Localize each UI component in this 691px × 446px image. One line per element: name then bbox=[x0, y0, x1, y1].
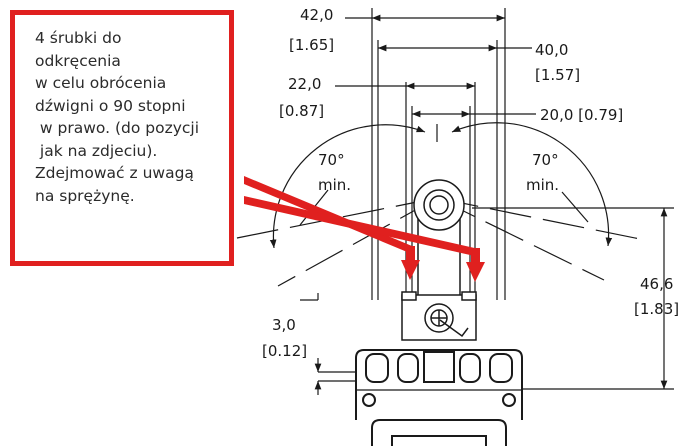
note-line: odkręcenia bbox=[35, 51, 121, 70]
angle-left-min: min. bbox=[318, 176, 351, 194]
note-line: dźwigni o 90 stopni bbox=[35, 96, 186, 115]
note-line: na sprężynę. bbox=[35, 186, 135, 205]
dimension-texts: 42,0 [1.65] 40,0 [1.57] 22,0 [0.87] 20,0… bbox=[262, 6, 679, 360]
dim-3-value: 3,0 bbox=[272, 316, 296, 334]
extension-lines bbox=[318, 8, 674, 390]
note-line: 4 śrubki do bbox=[35, 29, 122, 47]
dim-3-inch: [0.12] bbox=[262, 342, 307, 360]
arrow-left-screw bbox=[401, 260, 420, 280]
red-pointers bbox=[244, 176, 485, 282]
centre-lines bbox=[231, 197, 641, 287]
dim-46-6-value: 46,6 bbox=[640, 275, 673, 293]
pointer-right bbox=[244, 196, 479, 257]
dim-46-6-inch: [1.83] bbox=[634, 300, 679, 318]
instruction-note: 4 śrubki do odkręcenia w celu obrócenia … bbox=[10, 10, 234, 266]
note-line: w prawo. (do pozycji bbox=[35, 119, 200, 137]
dim-40-value: 40,0 bbox=[535, 41, 568, 59]
dim-42-value: 42,0 bbox=[300, 6, 333, 24]
note-line: Zdejmować z uwagą bbox=[35, 164, 194, 182]
note-line: w celu obrócenia bbox=[35, 74, 167, 92]
lever-arm bbox=[413, 179, 465, 301]
switch-housing bbox=[355, 349, 523, 446]
lever-head bbox=[401, 291, 477, 341]
dim-20-value: 20,0 [0.79] bbox=[540, 106, 623, 124]
dimension-lines bbox=[300, 14, 668, 395]
dim-22-inch: [0.87] bbox=[279, 102, 324, 120]
dim-40-inch: [1.57] bbox=[535, 66, 580, 84]
dim-22-value: 22,0 bbox=[288, 75, 321, 93]
dim-42-inch: [1.65] bbox=[289, 36, 334, 54]
arrow-right-screw bbox=[466, 262, 485, 282]
angle-right-min: min. bbox=[526, 176, 559, 194]
angle-left-value: 70° bbox=[318, 151, 345, 169]
note-line: jak na zdjeciu). bbox=[35, 141, 158, 160]
angle-right-value: 70° bbox=[532, 151, 559, 169]
